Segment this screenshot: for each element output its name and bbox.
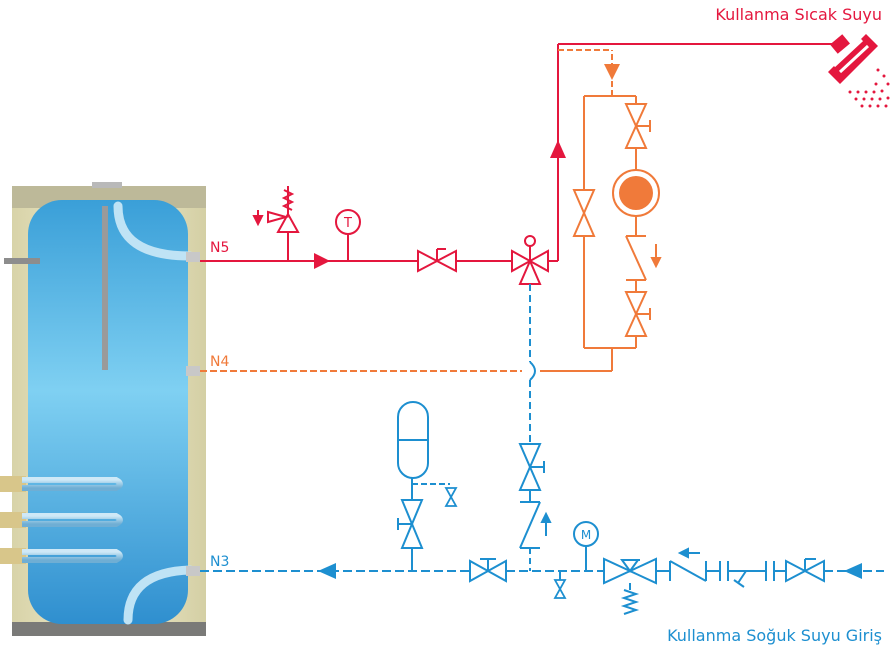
nozzle-n3 [186,566,200,576]
label-n3: N3 [210,554,229,570]
cold-check-valve [669,547,707,582]
hot-water-line [200,43,840,262]
cold-water-line [200,284,884,580]
vessel-drain-valve [444,487,458,507]
pump-isolation-valve-bottom [624,291,651,337]
recirc-check-valve [625,235,662,281]
thermometer-icon: T [335,209,361,235]
inner-outlet-pipe [113,201,195,261]
safety-relief-valve [252,186,300,233]
tank-bottom-cap [12,622,206,636]
hot-flow-arrow-up [550,140,566,158]
expansion-vessel-icon [397,401,429,479]
cold-gate-valve [469,558,507,583]
manometer-icon: M [573,521,599,547]
storage-tank [0,182,206,636]
inner-inlet-pipe [123,565,195,625]
bypass-valve [572,189,596,237]
manometer-label: M [581,528,591,542]
mixing-valve [511,235,549,285]
hot-gate-valve [417,248,457,273]
label-n5: N5 [210,240,229,256]
cold-water-title: Kullanma Soğuk Suyu Giriş [667,626,882,645]
cold-inlet-arrow [844,563,862,579]
hot-water-title: Kullanma Sıcak Suyu [715,5,882,24]
nozzle-n4 [186,366,200,376]
expansion-vessel-valve [397,499,424,549]
label-n4: N4 [210,354,229,370]
hot-flow-arrow-right [314,253,330,269]
cold-flow-arrow-left [318,563,336,579]
thermometer-label: T [343,216,352,231]
recirc-flow-arrow-down [604,64,620,80]
shower-head-icon [828,34,890,108]
strainer-icon [719,561,775,588]
recirculation-line [200,49,637,372]
sensor-rod [102,206,108,370]
side-connector [4,258,40,264]
heating-coils [0,476,123,564]
inlet-gate-valve [785,558,825,583]
mixing-supply-valve [518,443,545,491]
mixing-supply-check-valve [519,501,552,549]
pump-isolation-valve-top [624,103,651,149]
circulation-pump-icon [612,169,660,217]
pressure-reducing-valve [603,557,657,615]
nozzle-n5 [186,252,200,262]
cold-drain-valve [553,579,567,599]
